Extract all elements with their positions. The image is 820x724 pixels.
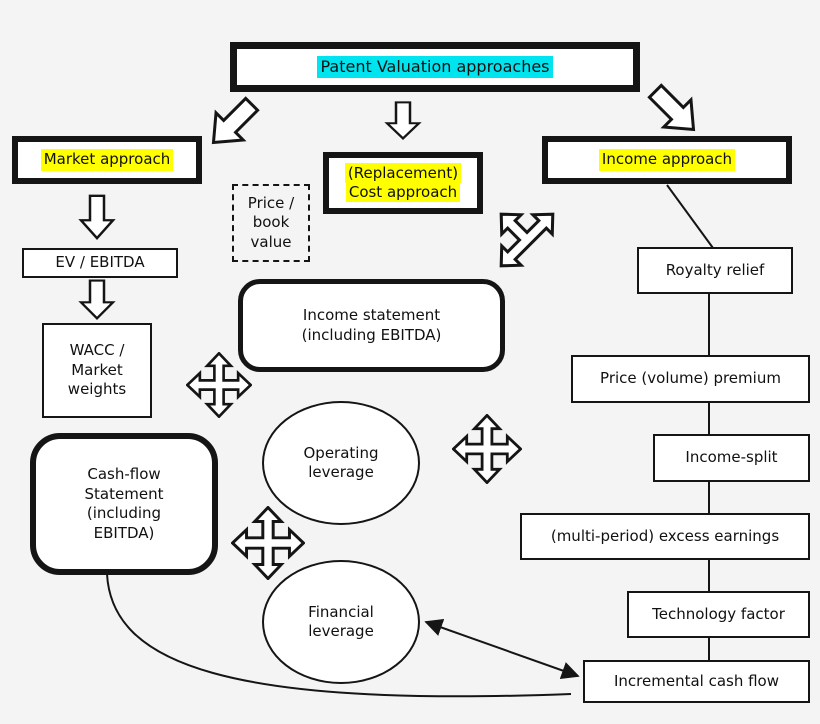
price-book-value-label: Price / book value [247, 193, 295, 251]
node-income-split: Income-split [653, 434, 810, 482]
operating-leverage-label: Operating leverage [303, 443, 379, 482]
node-royalty-relief: Royalty relief [637, 247, 793, 294]
block-arrow-down-icon [79, 194, 115, 240]
node-price-volume-premium: Price (volume) premium [571, 355, 810, 403]
title-highlight: Patent Valuation approaches [317, 55, 553, 79]
block-arrow-down-icon [385, 101, 421, 140]
node-ev-ebitda: EV / EBITDA [22, 248, 178, 278]
node-financial-leverage: Financial leverage [262, 560, 420, 684]
curve-cashflow-to-incremental [106, 573, 572, 698]
cost-approach-line1: (Replacement) [344, 162, 462, 183]
node-price-book-value: Price / book value [232, 184, 310, 262]
double-headed-arrow-financial-incremental [424, 618, 580, 680]
node-wacc-market-weights: WACC / Market weights [42, 323, 152, 418]
node-income-approach: Income approach [542, 136, 792, 184]
market-approach-highlight: Market approach [40, 149, 174, 171]
node-patent-valuation-approaches: Patent Valuation approaches [230, 42, 640, 92]
incremental-cash-flow-label: Incremental cash flow [613, 671, 780, 690]
node-excess-earnings: (multi-period) excess earnings [520, 513, 810, 560]
wacc-label: WACC / Market weights [67, 341, 127, 399]
three-way-arrow-icon [488, 202, 564, 277]
excess-earnings-label: (multi-period) excess earnings [550, 526, 780, 545]
quad-arrow-icon [452, 414, 522, 484]
block-arrow-down-right-icon [644, 80, 704, 140]
node-cash-flow-statement: Cash-flow Statement (including EBITDA) [30, 433, 218, 575]
node-incremental-cash-flow: Incremental cash flow [583, 660, 810, 703]
quad-arrow-icon [186, 352, 252, 418]
price-volume-premium-label: Price (volume) premium [600, 369, 781, 388]
line-income-to-royalty [666, 184, 714, 249]
node-technology-factor: Technology factor [627, 591, 810, 638]
cost-approach-line2: Cost approach [345, 182, 461, 202]
node-operating-leverage: Operating leverage [262, 401, 420, 525]
node-cost-approach: (Replacement) Cost approach [323, 152, 483, 214]
quad-arrow-icon [231, 506, 305, 580]
ev-ebitda-label: EV / EBITDA [55, 253, 145, 272]
income-statement-label: Income statement (including EBITDA) [301, 306, 442, 344]
royalty-relief-label: Royalty relief [665, 260, 765, 279]
income-approach-highlight: Income approach [598, 149, 736, 171]
technology-factor-label: Technology factor [652, 604, 785, 623]
income-split-label: Income-split [685, 448, 778, 467]
cash-flow-statement-label: Cash-flow Statement (including EBITDA) [84, 465, 164, 542]
financial-leverage-label: Financial leverage [308, 602, 374, 641]
block-arrow-down-left-icon [203, 93, 263, 153]
block-arrow-down-icon [79, 279, 115, 320]
node-market-approach: Market approach [12, 136, 202, 184]
node-income-statement: Income statement (including EBITDA) [238, 279, 505, 372]
